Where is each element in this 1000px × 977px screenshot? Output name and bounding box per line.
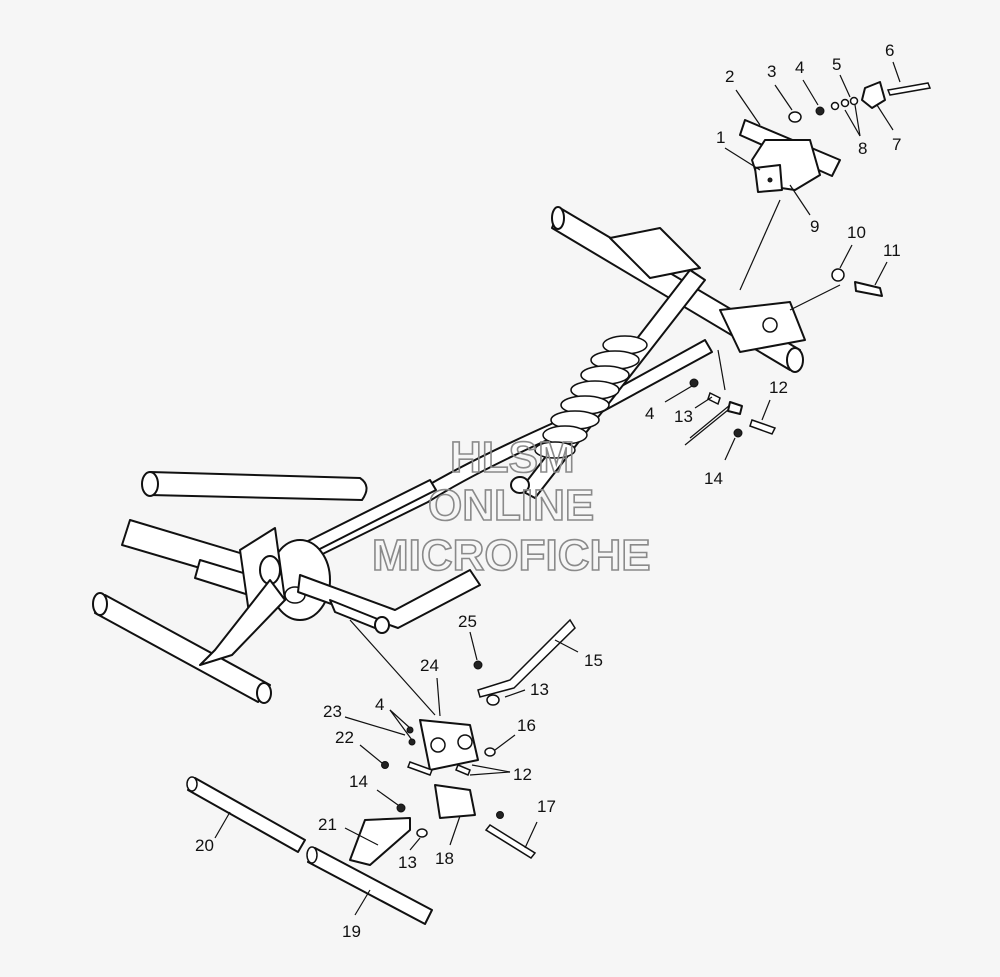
shock-spring (510, 269, 706, 499)
callout-5: 5 (832, 55, 841, 74)
callout-24: 24 (420, 656, 439, 675)
callout-25: 25 (458, 612, 477, 631)
callout-6: 6 (885, 41, 894, 60)
callout-2: 2 (725, 67, 734, 86)
watermark-line-3: MICROFICHE (372, 531, 651, 580)
callout-4: 4 (375, 695, 384, 714)
right-fasteners (689, 268, 883, 438)
callout-1: 1 (716, 128, 725, 147)
lower-link-arm (297, 569, 481, 634)
callout-13: 13 (530, 680, 549, 699)
lower-exploded-parts (186, 618, 576, 925)
callout-numbers: 1 2 3 4 5 6 7 8 9 10 11 12 4 13 14 25 24… (195, 41, 901, 941)
callout-8: 8 (858, 139, 867, 158)
callout-14: 14 (704, 469, 723, 488)
callout-14: 14 (349, 772, 368, 791)
callout-18: 18 (435, 849, 454, 868)
callout-15: 15 (584, 651, 603, 670)
callout-3: 3 (767, 62, 776, 81)
callout-10: 10 (847, 223, 866, 242)
callout-23: 23 (323, 702, 342, 721)
watermark-line-1: HLSM (450, 433, 575, 482)
callout-12: 12 (513, 765, 532, 784)
callout-17: 17 (537, 797, 556, 816)
callout-12: 12 (769, 378, 788, 397)
lower-left-tube (92, 579, 286, 704)
callout-4: 4 (795, 58, 804, 77)
callout-20: 20 (195, 836, 214, 855)
callout-19: 19 (342, 922, 361, 941)
callout-4: 4 (645, 404, 654, 423)
upper-right-exploded-parts (739, 81, 932, 193)
callout-7: 7 (892, 135, 901, 154)
callout-21: 21 (318, 815, 337, 834)
reference-lines (349, 199, 841, 716)
callout-22: 22 (335, 728, 354, 747)
callout-13: 13 (674, 407, 693, 426)
callout-9: 9 (810, 217, 819, 236)
callout-16: 16 (517, 716, 536, 735)
callout-13: 13 (398, 853, 417, 872)
watermark-line-2: ONLINE (428, 481, 594, 530)
watermark: HLSM ONLINE MICROFICHE (371, 432, 651, 581)
callout-11: 11 (883, 241, 901, 260)
callout-leaders (214, 61, 901, 916)
